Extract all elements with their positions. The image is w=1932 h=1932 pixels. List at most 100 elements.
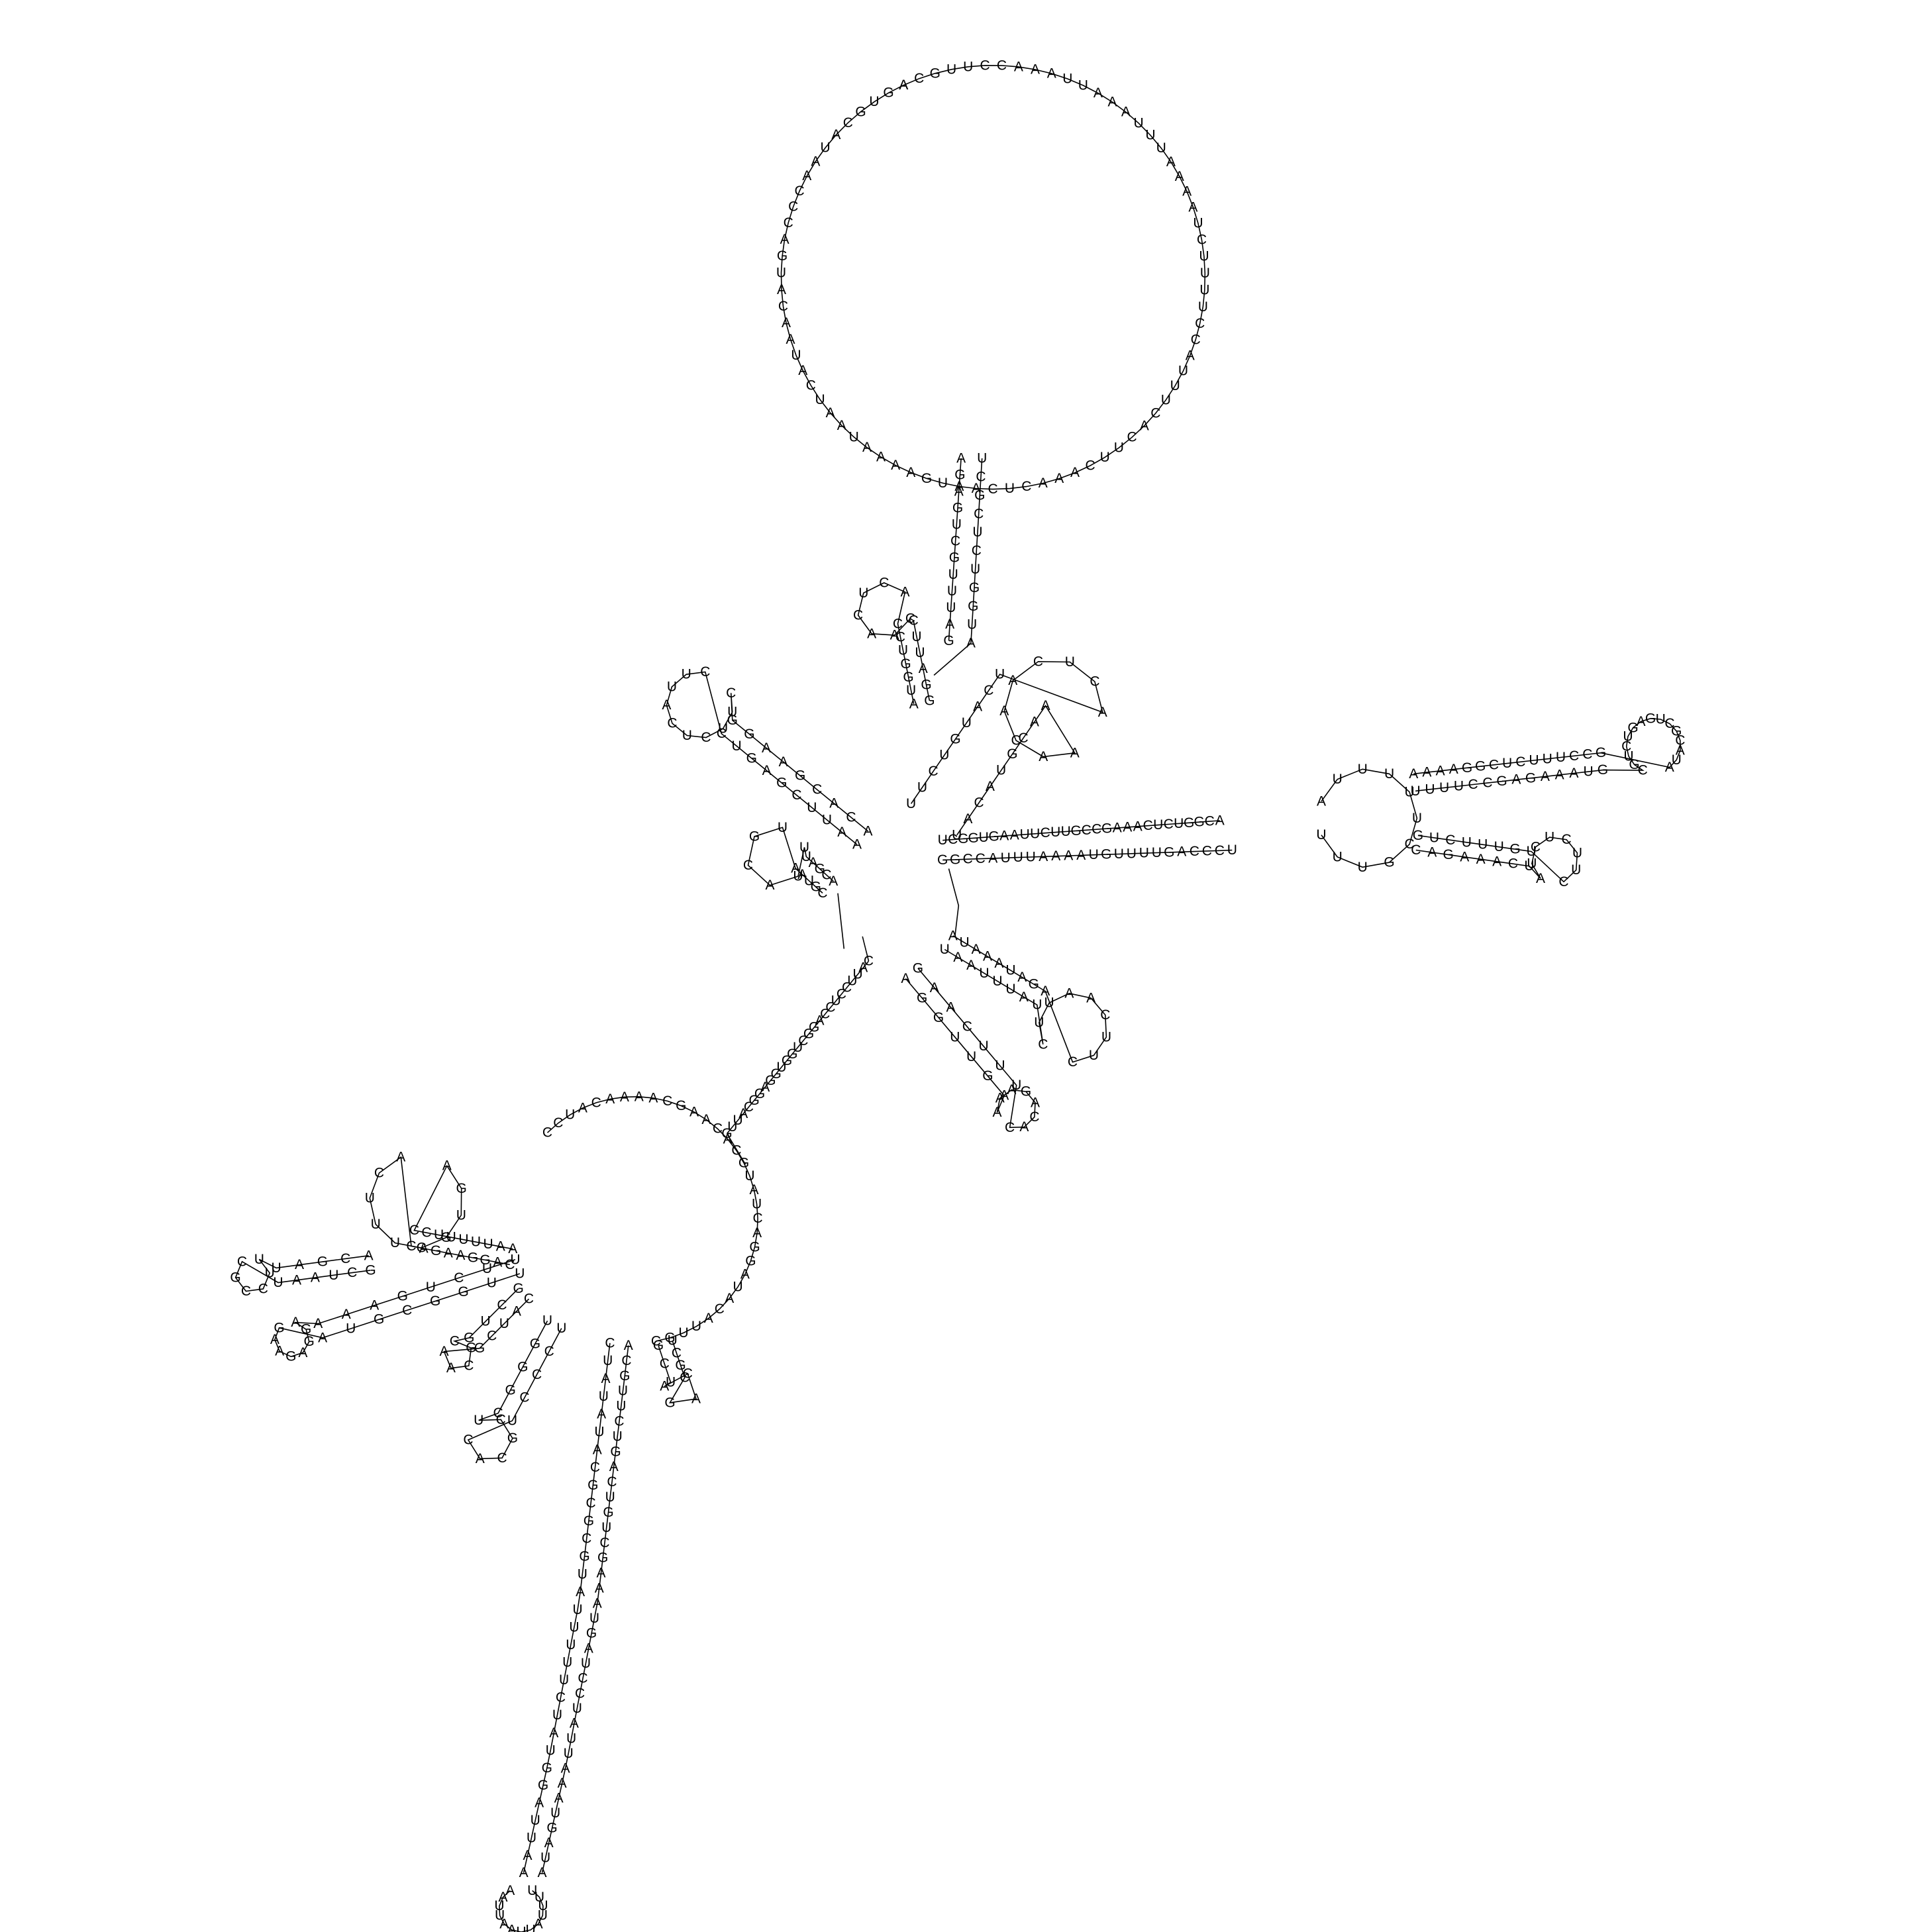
- base-u: U: [858, 585, 868, 601]
- base-u: U: [1005, 481, 1015, 496]
- base-a: A: [648, 1090, 658, 1105]
- base-u: U: [1333, 849, 1343, 864]
- base-c: C: [1033, 654, 1043, 669]
- base-g: G: [505, 1382, 516, 1398]
- base-g: G: [675, 1358, 686, 1373]
- base-a: A: [544, 1835, 554, 1851]
- base-g: G: [468, 1250, 478, 1266]
- base-a: A: [620, 1090, 629, 1105]
- base-g: G: [464, 1330, 474, 1345]
- base-u: U: [1005, 963, 1015, 978]
- base-a: A: [498, 1890, 507, 1905]
- base-c: C: [976, 851, 986, 866]
- base-c: C: [817, 886, 827, 901]
- backbone-lr_hp2: [905, 968, 1036, 1129]
- base-c: C: [340, 1251, 350, 1266]
- base-c: C: [1041, 825, 1050, 840]
- base-u: U: [849, 429, 859, 444]
- base-c: C: [1621, 739, 1631, 754]
- base-u: U: [483, 1237, 493, 1252]
- base-g: G: [664, 1330, 675, 1345]
- base-u: U: [618, 1384, 628, 1399]
- base-a: A: [762, 740, 771, 756]
- base-a: A: [945, 617, 954, 632]
- base-g: G: [795, 768, 805, 784]
- backbone-bottom_loop: [499, 1890, 544, 1932]
- base-a: A: [270, 1332, 280, 1347]
- base-c: C: [984, 683, 993, 698]
- base-u: U: [1156, 140, 1166, 156]
- base-u: U: [556, 1321, 566, 1336]
- base-u: U: [1078, 77, 1088, 93]
- base-g: G: [776, 776, 787, 791]
- base-c: C: [864, 954, 874, 969]
- base-a: A: [1039, 849, 1048, 864]
- base-a: A: [909, 696, 919, 711]
- base-a: A: [890, 628, 899, 643]
- base-a: A: [662, 697, 671, 713]
- base-c: C: [614, 1414, 624, 1429]
- base-u: U: [1572, 845, 1582, 860]
- base-u: U: [1044, 995, 1054, 1011]
- base-g: G: [456, 1181, 467, 1196]
- base-g: G: [1007, 746, 1017, 762]
- base-u: U: [966, 1049, 976, 1064]
- base-c: C: [575, 1686, 585, 1701]
- base-a: A: [292, 1272, 301, 1288]
- base-g: G: [1496, 774, 1507, 789]
- base-a: A: [1140, 418, 1149, 433]
- base-u: U: [542, 1313, 552, 1329]
- base-g: G: [610, 1444, 621, 1459]
- base-u: U: [458, 1232, 468, 1247]
- base-u: U: [815, 392, 825, 407]
- base-c: C: [1100, 1007, 1110, 1023]
- base-c: C: [1086, 458, 1095, 474]
- base-c: C: [450, 1333, 460, 1348]
- base-c: C: [842, 980, 852, 995]
- backbone-top_stem_l: [948, 458, 962, 641]
- base-a: A: [1008, 673, 1017, 688]
- base-u: U: [482, 1261, 492, 1276]
- base-c: C: [788, 199, 798, 215]
- base-a: A: [364, 1248, 374, 1263]
- base-u: U: [938, 833, 948, 848]
- base-u: U: [1020, 827, 1030, 842]
- base-a: A: [1113, 821, 1122, 836]
- base-c: C: [497, 1297, 507, 1313]
- base-a: A: [963, 811, 972, 827]
- base-a: A: [1511, 772, 1521, 788]
- base-u: U: [970, 562, 980, 577]
- base-a: A: [605, 1092, 615, 1107]
- base-u: U: [527, 1883, 537, 1898]
- base-u: U: [1556, 750, 1566, 765]
- base-c: C: [895, 630, 905, 645]
- base-g: G: [1598, 762, 1608, 778]
- base-a: A: [691, 1392, 701, 1407]
- base-a: A: [1076, 848, 1086, 863]
- base-g: G: [968, 831, 979, 846]
- base-g: G: [676, 1098, 686, 1113]
- base-u: U: [776, 265, 786, 280]
- base-u: U: [446, 1230, 456, 1245]
- base-c: C: [980, 58, 990, 73]
- base-u: U: [979, 830, 989, 845]
- base-u: U: [917, 780, 927, 795]
- base-c: C: [997, 58, 1007, 73]
- base-a: A: [689, 1104, 699, 1119]
- base-u: U: [847, 974, 857, 989]
- base-c: C: [744, 1099, 754, 1115]
- base-u: U: [1439, 780, 1449, 795]
- backbone-r_hp_lower: [1415, 835, 1578, 883]
- base-a: A: [1070, 745, 1080, 760]
- backbone-r_stem_top: [942, 820, 1220, 841]
- base-u: U: [1411, 784, 1421, 799]
- base-g: G: [1029, 977, 1039, 992]
- base-g: G: [782, 1053, 792, 1068]
- base-c: C: [974, 506, 984, 521]
- base-a: A: [779, 754, 788, 770]
- base-u: U: [1656, 712, 1666, 727]
- base-g: G: [586, 1626, 597, 1641]
- base-u: U: [1358, 860, 1368, 875]
- base-g: G: [950, 731, 960, 746]
- base-u: U: [1050, 825, 1060, 840]
